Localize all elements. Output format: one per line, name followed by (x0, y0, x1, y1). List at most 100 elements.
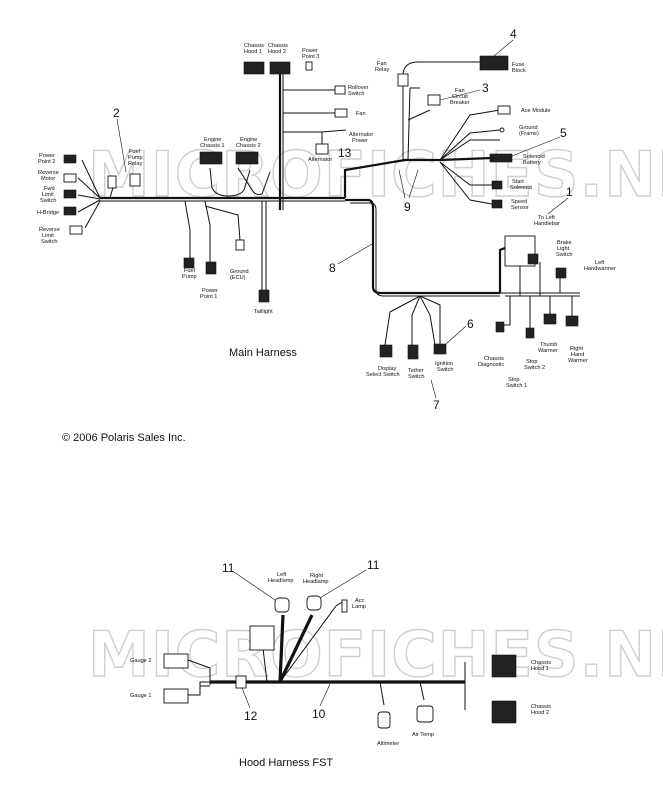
relay-socket (107, 175, 117, 189)
callout-8: 8 (329, 261, 336, 275)
right-headlamp-connector (306, 595, 322, 611)
ace-module-connector (497, 105, 511, 115)
label-chassis-hood-2-hood-b: Hood 2 (531, 710, 549, 716)
callout-10: 10 (312, 707, 326, 721)
label-engine-chassis-1-a: Engine (204, 137, 221, 143)
label-ground-ecu-b: (ECU) (230, 275, 246, 281)
main-harness-labels: Chassis Hood 1 Chassis Hood 2 Power Poin… (37, 43, 616, 389)
label-start-solenoid-a: Start (512, 179, 524, 185)
label-ignition-switch-a: Ignition (435, 361, 453, 367)
callout-12: 12 (244, 709, 258, 723)
label-fuel-pump-relay-c: Relay (128, 161, 143, 167)
label-right-hand-warmer-c: Warmer (568, 358, 588, 364)
label-fuel-pump-b: Pump (182, 274, 197, 280)
hood-harness-labels: Left Headlamp Right Headlamp Acc Lamp Ga… (130, 572, 551, 747)
label-fuse-block-a: Fuse (512, 62, 524, 68)
label-fan-circuit-breaker-c: Breaker (450, 100, 470, 106)
hood-harness-wires (187, 599, 466, 710)
label-rollover-switch-a: Rollover (348, 85, 369, 91)
label-fwd-limit-switch-a: Fwd (44, 186, 55, 192)
gauge-2-connector (163, 653, 189, 669)
left-headlamp-connector (274, 597, 290, 613)
label-chassis-hood-1-b: Hood 1 (244, 49, 262, 55)
callout-6: 6 (467, 317, 474, 331)
speed-sensor-connector (491, 199, 503, 209)
chassis-diagnostic-connector (495, 321, 505, 333)
label-solenoid-battery-a: Solenoid (523, 154, 545, 160)
label-fan-relay-b: Relay (375, 67, 390, 73)
junction-12-connector (235, 675, 247, 689)
fuse-block-connector (479, 55, 509, 71)
label-power-point-3-a: Power (302, 48, 318, 54)
display-select-switch-connector (379, 344, 393, 358)
label-reverse-limit-switch-b: Limit (42, 233, 54, 239)
label-acc-lamp-a: Acc (355, 598, 365, 604)
label-display-select-switch-b: Select Switch (366, 372, 400, 378)
ground-frame-ring (499, 127, 505, 133)
power-point-3-connector (305, 61, 313, 71)
callout-11-left: 11 (222, 561, 235, 575)
label-ground-frame-a: Ground (519, 125, 538, 131)
label-power-point-3-b: Point 3 (302, 54, 319, 60)
label-right-hand-warmer-a: Right (570, 346, 584, 352)
hood-harness-title: Hood Harness FST (239, 757, 333, 769)
label-reverse-motor-a: Reverse (38, 170, 59, 176)
h-bridge-connector (63, 206, 77, 216)
main-harness-callouts: 4 3 5 1 2 13 9 8 6 7 (113, 27, 573, 412)
callout-11-right: 11 (367, 558, 380, 572)
gauge-1-connector (163, 688, 189, 704)
callout-9: 9 (404, 200, 411, 214)
label-left-headlamp-a: Left (277, 572, 287, 578)
engine-chassis-1-connector (199, 151, 223, 165)
label-engine-chassis-1-b: Chassis 1 (200, 143, 225, 149)
fan-connector (334, 108, 348, 118)
label-power-point-2-b: Point 2 (38, 159, 55, 165)
label-brake-light-switch-c: Switch (556, 252, 572, 258)
label-ace-module: Ace Module (521, 108, 551, 114)
callout-1: 1 (566, 185, 573, 199)
air-temp-connector (416, 705, 434, 723)
label-engine-chassis-2-b: Chassis 2 (236, 143, 261, 149)
callout-3: 3 (482, 81, 489, 95)
main-harness-title: Main Harness (229, 347, 297, 359)
main-harness-connectors (63, 55, 579, 360)
label-to-left-handlebar-b: Handlebar (534, 221, 560, 227)
label-stop-switch-2-a: Stop (526, 359, 538, 365)
watermark-top: MICROFICHES.NET (88, 138, 663, 211)
rollover-switch-connector (334, 85, 346, 95)
taillight-connector (258, 289, 270, 303)
label-thumb-warmer-b: Warmer (538, 348, 558, 354)
label-left-handwarmer-a: Left (595, 260, 605, 266)
callout-5: 5 (560, 126, 567, 140)
label-reverse-limit-switch-c: Switch (41, 239, 57, 245)
label-fwd-limit-switch-b: Limit (42, 192, 54, 198)
acc-lamp-connector (341, 599, 348, 613)
chassis-hood-1-connector (243, 61, 265, 75)
label-power-point-1-a: Power (202, 288, 218, 294)
callout-4: 4 (510, 27, 517, 41)
label-display-select-switch-a: Display (378, 366, 397, 372)
label-h-bridge: H-Bridge (37, 210, 59, 216)
label-brake-light-switch-a: Brake (557, 240, 572, 246)
label-stop-switch-1-b: Switch 1 (506, 383, 527, 389)
label-brake-light-switch-b: Light (557, 246, 570, 252)
label-gauge-1: Gauge 1 (130, 693, 151, 699)
label-fuel-pump-a: Fuel (184, 268, 195, 274)
hood-harness-connectors (163, 595, 517, 729)
power-point-2-connector (63, 154, 77, 164)
label-chassis-hood-1-hood-b: Hood 1 (531, 666, 549, 672)
label-chassis-hood-2-a: Chassis (268, 43, 288, 49)
reverse-motor-connector (63, 173, 77, 183)
label-tether-switch-b: Switch (408, 374, 424, 380)
chassis-hood-2-connector (269, 61, 291, 75)
label-speed-sensor-a: Speed (511, 199, 527, 205)
label-to-left-handlebar-a: To Left (538, 215, 555, 221)
label-solenoid-battery-b: Battery (523, 160, 541, 166)
label-start-solenoid-b: Solenoid (510, 185, 532, 191)
label-speed-sensor-b: Sensor (511, 205, 529, 211)
label-chassis-hood-2-b: Hood 2 (268, 49, 286, 55)
label-thumb-warmer-a: Thumb (540, 342, 557, 348)
label-power-point-2-a: Power (39, 153, 55, 159)
ground-ecu-connector (235, 239, 245, 251)
